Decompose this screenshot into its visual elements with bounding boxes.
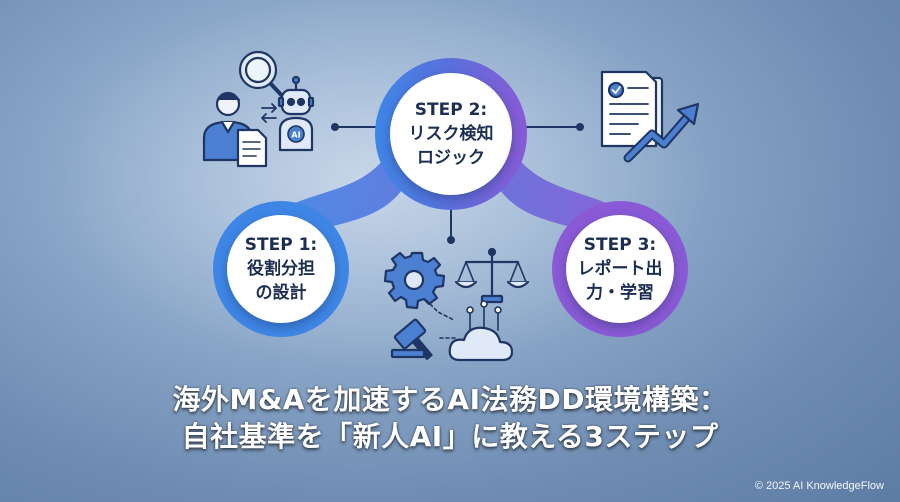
step2-circle: STEP 2: リスク検知 ロジック xyxy=(390,73,512,195)
copyright-notice: © 2025 AI KnowledgeFlow xyxy=(754,480,884,492)
step1-title-line1: 役割分担 xyxy=(247,258,315,279)
step1-circle: STEP 1: 役割分担 の設計 xyxy=(227,215,335,323)
page-title-line2: 自社基準を「新人AI」に教える3ステップ xyxy=(181,420,719,453)
step3-title-line2: 力・学習 xyxy=(586,282,654,303)
step1-title-line2: の設計 xyxy=(255,282,307,303)
person-robot-review-icon xyxy=(202,50,315,168)
connector-dot xyxy=(447,236,455,244)
step2-title-line2: ロジック xyxy=(417,147,485,168)
step3-title-line1: レポート出 xyxy=(577,258,663,279)
connector-dot xyxy=(576,123,584,131)
robot-badge-text: AI xyxy=(291,131,300,140)
step2-title-line1: リスク検知 xyxy=(408,123,494,144)
legal-ai-process-icon xyxy=(383,247,530,362)
connector-dot xyxy=(331,123,339,131)
step3-circle: STEP 3: レポート出 力・学習 xyxy=(566,215,674,323)
step1-label: STEP 1: xyxy=(244,234,318,255)
page-title-line1: 海外M&Aを加速するAI法務DD環境構築： xyxy=(172,383,728,416)
step2-label: STEP 2: xyxy=(414,99,488,120)
step3-label: STEP 3: xyxy=(583,234,657,255)
report-growth-icon xyxy=(600,70,700,163)
